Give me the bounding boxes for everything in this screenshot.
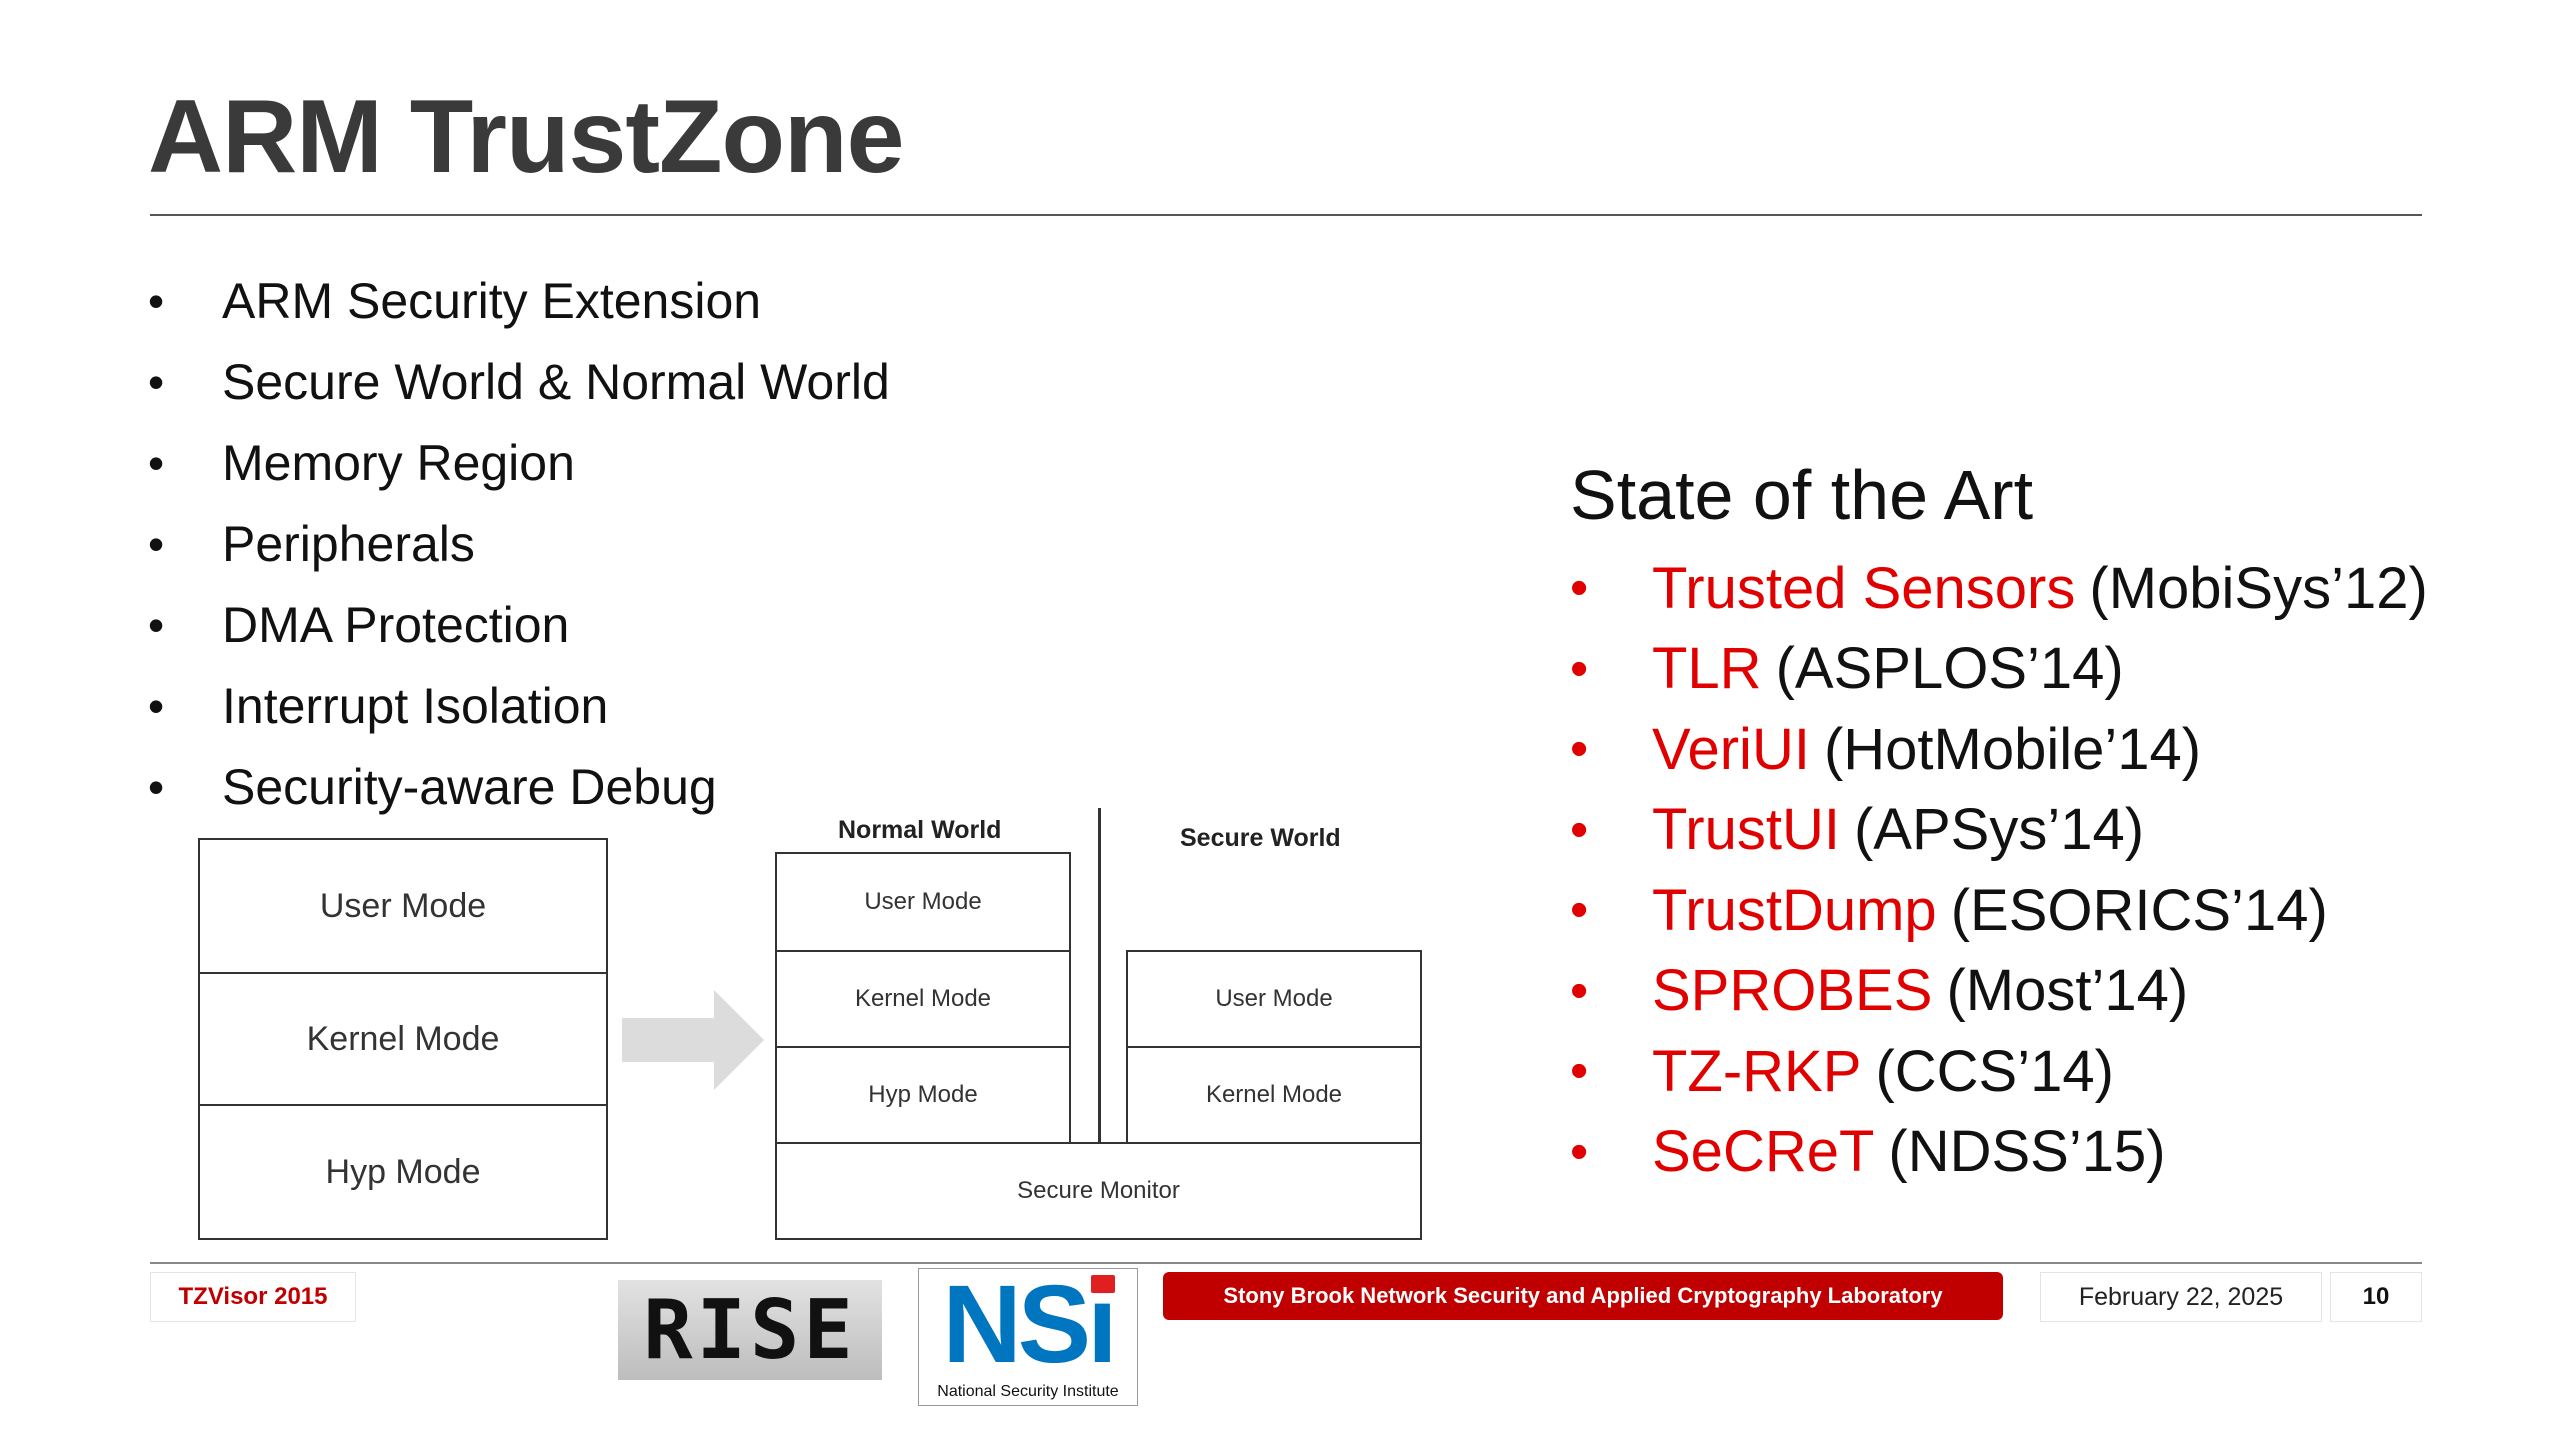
bullet-marker: • bbox=[148, 274, 165, 327]
bullet-marker: • bbox=[1570, 881, 1589, 940]
bullet-marker: • bbox=[1570, 720, 1589, 779]
normal-user-mode-box: User Mode bbox=[775, 852, 1071, 952]
nsi-logo-dot bbox=[1091, 1275, 1115, 1293]
work-name: TrustDump bbox=[1652, 877, 1937, 943]
bullet-item: • Memory Region bbox=[148, 422, 890, 503]
bullet-text: Peripherals bbox=[222, 515, 475, 572]
nsi-logo-letters: NSi bbox=[942, 1262, 1117, 1386]
bullet-item: • Peripherals bbox=[148, 503, 890, 584]
related-work-item: • TLR(ASPLOS’14) bbox=[1570, 629, 2428, 710]
work-venue: (HotMobile’14) bbox=[1823, 716, 2202, 782]
secure-kernel-mode-box: Kernel Mode bbox=[1126, 1046, 1422, 1144]
feature-bullet-list: • ARM Security Extension • Secure World & … bbox=[148, 260, 890, 827]
bullet-marker: • bbox=[148, 679, 165, 732]
before-kernel-mode-box: Kernel Mode bbox=[198, 972, 608, 1106]
secure-world-label: Secure World bbox=[1180, 824, 1341, 852]
related-work-item: • VeriUI(HotMobile’14) bbox=[1570, 709, 2428, 790]
normal-world-label: Normal World bbox=[838, 816, 1002, 844]
lab-name-banner: Stony Brook Network Security and Applied… bbox=[1163, 1272, 2003, 1320]
bullet-marker: • bbox=[148, 517, 165, 570]
bullet-marker: • bbox=[148, 436, 165, 489]
before-hyp-mode-box: Hyp Mode bbox=[198, 1104, 608, 1240]
related-work-item: • TrustUI(APSys’14) bbox=[1570, 790, 2428, 871]
footer-divider bbox=[150, 1262, 2422, 1264]
before-user-mode-box: User Mode bbox=[198, 838, 608, 974]
work-name: SPROBES bbox=[1652, 958, 1933, 1024]
normal-kernel-mode-box: Kernel Mode bbox=[775, 950, 1071, 1048]
rise-logo-text: RISE bbox=[643, 1282, 857, 1378]
work-name: VeriUI bbox=[1652, 716, 1810, 782]
work-venue: (Most’14) bbox=[1946, 958, 2189, 1024]
work-venue: (APSys’14) bbox=[1853, 797, 2145, 863]
bullet-marker: • bbox=[1570, 1122, 1589, 1181]
nsi-logo-subtitle: National Security Institute bbox=[937, 1383, 1119, 1400]
bullet-marker: • bbox=[148, 355, 165, 408]
bullet-marker: • bbox=[1570, 559, 1589, 618]
state-of-art-heading: State of the Art bbox=[1570, 456, 2034, 534]
secure-monitor-box: Secure Monitor bbox=[775, 1142, 1422, 1240]
bullet-text: Memory Region bbox=[222, 434, 575, 491]
related-work-list: • Trusted Sensors(MobiSys’12) • TLR(ASPLOS… bbox=[1570, 548, 2428, 1192]
related-work-item: • TrustDump(ESORICS’14) bbox=[1570, 870, 2428, 951]
bullet-marker: • bbox=[148, 760, 165, 813]
work-name: TZ-RKP bbox=[1652, 1038, 1862, 1104]
slide-title: ARM TrustZone bbox=[148, 79, 904, 195]
bullet-item: • Secure World & Normal World bbox=[148, 341, 890, 422]
bullet-text: Secure World & Normal World bbox=[222, 353, 890, 410]
bullet-marker: • bbox=[1570, 800, 1589, 859]
slide-date: February 22, 2025 bbox=[2040, 1272, 2322, 1322]
secure-user-mode-box: User Mode bbox=[1126, 950, 1422, 1048]
related-work-item: • SPROBES(Most’14) bbox=[1570, 951, 2428, 1032]
related-work-item: • Trusted Sensors(MobiSys’12) bbox=[1570, 548, 2428, 629]
rise-logo: RISE bbox=[618, 1280, 882, 1380]
bullet-marker: • bbox=[148, 598, 165, 651]
work-venue: (ASPLOS’14) bbox=[1775, 636, 2124, 702]
bullet-item: • Interrupt Isolation bbox=[148, 665, 890, 746]
normal-hyp-mode-box: Hyp Mode bbox=[775, 1046, 1071, 1144]
world-separator bbox=[1098, 808, 1101, 1144]
bullet-marker: • bbox=[1570, 1042, 1589, 1101]
page-number: 10 bbox=[2330, 1272, 2422, 1322]
work-name: Trusted Sensors bbox=[1652, 555, 2076, 621]
work-name: SeCReT bbox=[1652, 1119, 1875, 1185]
bullet-marker: • bbox=[1570, 639, 1589, 698]
nsi-logo: NSi National Security Institute bbox=[918, 1262, 1138, 1406]
title-divider bbox=[150, 214, 2422, 216]
bullet-text: Interrupt Isolation bbox=[222, 677, 609, 734]
related-work-item: • SeCReT(NDSS’15) bbox=[1570, 1112, 2428, 1193]
footer-project-label: TZVisor 2015 bbox=[150, 1272, 356, 1322]
bullet-item: • DMA Protection bbox=[148, 584, 890, 665]
transition-arrow-icon bbox=[622, 990, 764, 1090]
bullet-marker: • bbox=[1570, 961, 1589, 1020]
bullet-text: ARM Security Extension bbox=[222, 272, 762, 329]
bullet-text: Security-aware Debug bbox=[222, 758, 717, 815]
work-venue: (CCS’14) bbox=[1875, 1038, 2114, 1104]
work-venue: (MobiSys’12) bbox=[2089, 555, 2428, 621]
bullet-item: • Security-aware Debug bbox=[148, 746, 890, 827]
work-name: TLR bbox=[1652, 636, 1762, 702]
bullet-item: • ARM Security Extension bbox=[148, 260, 890, 341]
related-work-item: • TZ-RKP(CCS’14) bbox=[1570, 1031, 2428, 1112]
work-venue: (NDSS’15) bbox=[1888, 1119, 2166, 1185]
work-name: TrustUI bbox=[1652, 797, 1840, 863]
work-venue: (ESORICS’14) bbox=[1950, 877, 2328, 943]
bullet-text: DMA Protection bbox=[222, 596, 570, 653]
